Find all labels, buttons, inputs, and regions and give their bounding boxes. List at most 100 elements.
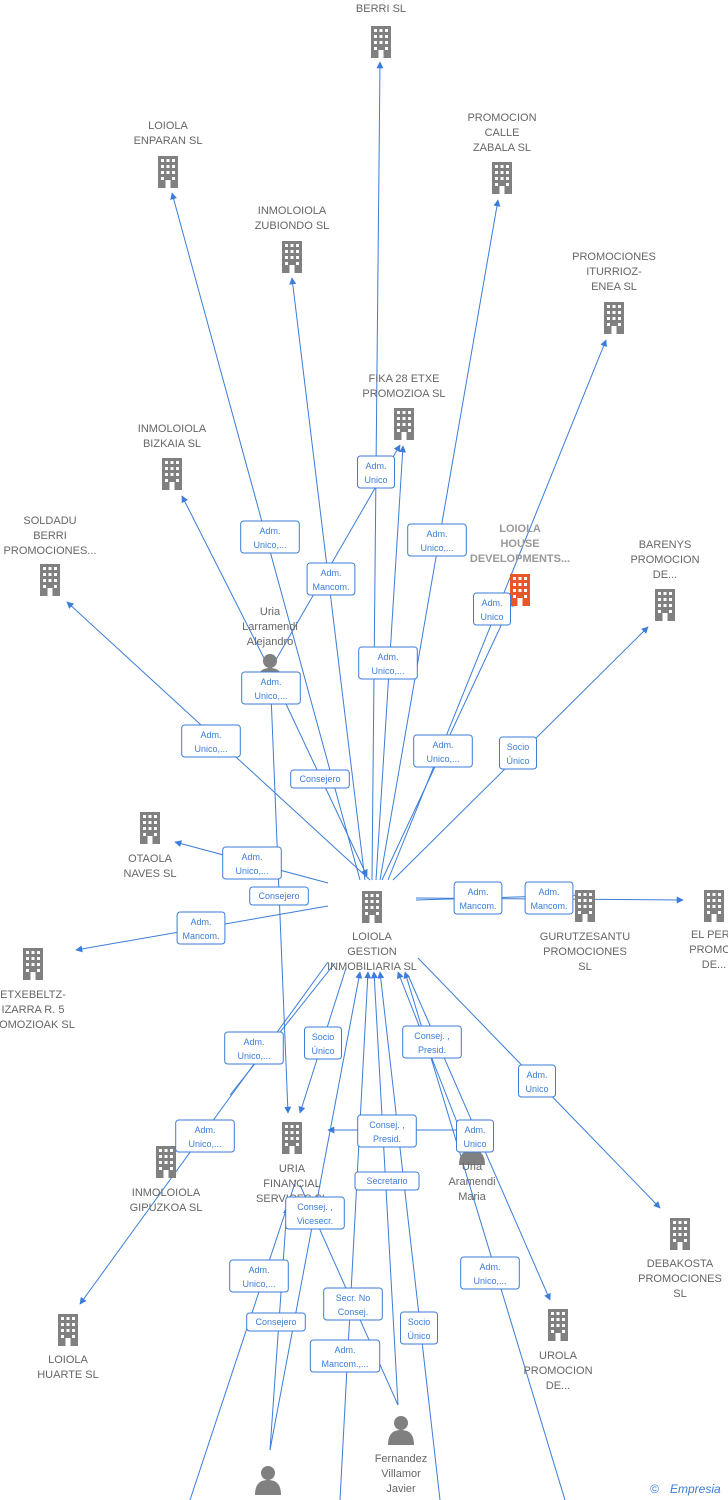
relation-label-r17[interactable]: Adm.Unico,... (224, 1031, 284, 1065)
brand-logo[interactable]: Empresia (670, 1482, 721, 1496)
building-icon[interactable] (156, 1146, 176, 1178)
relation-label-r15[interactable]: Adm.Mancom. (453, 881, 503, 915)
relation-label-r12[interactable]: Adm.Unico,... (222, 846, 282, 880)
building-icon[interactable] (58, 1314, 78, 1346)
building-icon[interactable] (394, 408, 414, 440)
relation-label-r2[interactable]: Adm.Unico,... (240, 520, 300, 554)
building-icon[interactable] (670, 1218, 690, 1250)
building-icon[interactable] (704, 890, 724, 922)
company-label[interactable]: ETXEBELTZ-IZARRA R. 5ROMOZIOAK SL (0, 989, 75, 1031)
company-node-top[interactable]: BERRI SL (356, 3, 406, 58)
building-icon[interactable] (140, 812, 160, 844)
relation-label-r31[interactable]: Adm.Mancom.,... (309, 1339, 381, 1373)
company-label[interactable]: BERRI SL (356, 3, 406, 15)
relation-label-r28[interactable]: Consejero (246, 1312, 306, 1332)
relation-label-r24[interactable]: Secretario (354, 1171, 420, 1191)
relation-label-r25[interactable]: Consej. ,Vicesecr. (285, 1196, 345, 1230)
relation-label-r9[interactable]: Adm.Unico,... (413, 734, 473, 768)
relation-label-r20[interactable]: Adm.Unico (518, 1064, 556, 1098)
person-icon[interactable] (255, 1466, 281, 1495)
relation-label-r1[interactable]: Adm.Unico (357, 455, 395, 489)
building-icon[interactable] (575, 890, 595, 922)
person-icon[interactable] (388, 1416, 414, 1445)
company-node-etxebeltz[interactable]: ETXEBELTZ-IZARRA R. 5ROMOZIOAK SL (0, 948, 75, 1031)
company-label[interactable]: EL PEREPROMOCDE... (689, 929, 728, 971)
relation-label-r4[interactable]: Adm.Mancom. (306, 562, 356, 596)
relation-label-r8[interactable]: Adm.Unico,... (181, 724, 241, 758)
relation-label-r7[interactable]: Adm.Unico,... (241, 671, 301, 705)
building-icon[interactable] (604, 302, 624, 334)
building-icon[interactable] (371, 26, 391, 58)
building-icon[interactable] (162, 458, 182, 490)
relation-label-r13[interactable]: Consejero (249, 886, 309, 906)
building-icon[interactable] (655, 589, 675, 621)
building-icon[interactable] (282, 1122, 302, 1154)
building-icon[interactable] (282, 241, 302, 273)
relation-label-r21[interactable]: Adm.Unico,... (175, 1119, 235, 1153)
building-icon[interactable] (510, 574, 530, 606)
relation-label-r26[interactable]: Adm.Unico,... (229, 1259, 289, 1293)
building-icon[interactable] (548, 1309, 568, 1341)
building-icon[interactable] (362, 891, 382, 923)
relation-label-r27[interactable]: Adm.Unico,... (460, 1256, 520, 1290)
building-icon[interactable] (158, 156, 178, 188)
relation-label-r3[interactable]: Adm.Unico,... (407, 523, 467, 557)
relation-label-r22[interactable]: Consej. ,Presid. (357, 1114, 417, 1148)
building-icon[interactable] (492, 162, 512, 194)
relation-label-r11[interactable]: Consejero (290, 769, 350, 789)
relation-label-r6[interactable]: Adm.Unico,... (358, 646, 418, 680)
building-icon[interactable] (23, 948, 43, 980)
company-node-el-pere[interactable]: EL PEREPROMOCDE... (689, 890, 728, 971)
relation-label-r5[interactable]: Adm.Unico (473, 592, 511, 626)
building-icon[interactable] (40, 564, 60, 596)
person-node-bottom-person[interactable] (255, 1466, 281, 1495)
relation-label-r14[interactable]: Adm.Mancom. (176, 911, 226, 945)
relation-label-r19[interactable]: Consej. ,Presid. (402, 1025, 462, 1059)
relation-label-r16[interactable]: Adm.Mancom. (524, 881, 574, 915)
relation-label-r23[interactable]: Adm.Unico (456, 1119, 494, 1153)
